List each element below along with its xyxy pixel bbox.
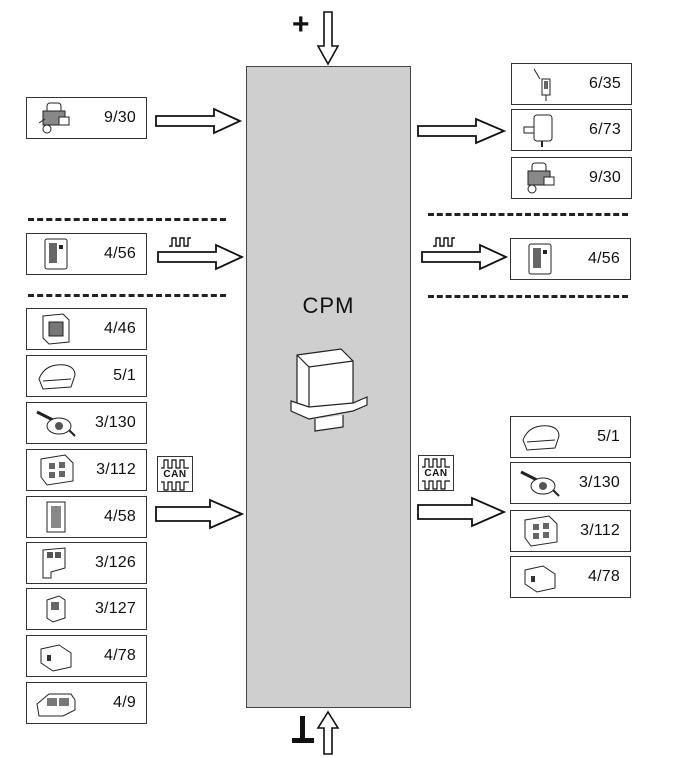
left-input-4-56-box: 4/56 (26, 233, 147, 275)
right-can-3-112-box: 3/112 (510, 510, 631, 552)
input-arrow-signal-icon (157, 243, 245, 271)
left-input-9-30-label: 9/30 (104, 109, 136, 126)
section-divider-left-2 (28, 294, 226, 297)
right-can-5-1-box: 5/1 (510, 416, 631, 458)
left-can-3-130-box: 3/130 (26, 402, 147, 444)
right-output-4-56-box: 4/56 (510, 238, 631, 280)
right-output-6-35-label: 6/35 (589, 75, 621, 92)
lever-switch-icon (46, 595, 66, 623)
control-module-icon (528, 243, 552, 275)
input-arrow-can-icon (155, 498, 245, 530)
left-can-4-46-label: 4/46 (104, 320, 136, 337)
stalk-switch-icon (36, 410, 76, 437)
left-can-5-1-label: 5/1 (113, 367, 136, 384)
right-can-3-130-label: 3/130 (578, 474, 620, 491)
can-label-left: CAN (163, 469, 187, 480)
control-module-icon (44, 238, 68, 270)
output-arrow-signal-icon (421, 243, 509, 271)
can-wave-top-left-icon (161, 459, 189, 469)
cpm-module-icon (290, 348, 368, 432)
left-can-3-127-label: 3/127 (94, 600, 136, 617)
left-can-5-1-box: 5/1 (26, 355, 147, 397)
can-label-right: CAN (424, 468, 448, 479)
instrument-cluster-icon (38, 364, 76, 390)
stalk-switch-icon (520, 470, 560, 497)
cpm-label: CPM (302, 293, 355, 318)
power-in-arrow-icon (316, 11, 340, 66)
left-can-3-112-box: 3/112 (26, 449, 147, 491)
small-module-icon (40, 644, 72, 672)
pulse-signal-right-icon (433, 237, 455, 247)
switch-panel-icon (40, 454, 74, 486)
left-can-4-9-label: 4/9 (113, 694, 136, 711)
left-can-3-126-label: 3/126 (94, 554, 136, 571)
right-output-9-30-box: 9/30 (511, 157, 632, 199)
can-bus-right-badge: CAN (418, 455, 454, 491)
right-can-4-78-label: 4/78 (588, 568, 620, 585)
can-wave-bottom-left-icon (161, 481, 189, 491)
right-can-3-112-label: 3/112 (580, 522, 620, 539)
valve-cylinder-icon (523, 114, 553, 147)
left-can-4-78-label: 4/78 (104, 647, 136, 664)
pump-assembly-icon (38, 102, 70, 134)
can-wave-bottom-right-icon (422, 480, 450, 490)
left-can-3-127-box: 3/127 (26, 588, 147, 630)
switch-block-icon (42, 547, 66, 579)
section-divider-right-1 (428, 213, 628, 216)
can-wave-top-right-icon (422, 458, 450, 468)
right-can-3-130-box: 3/130 (510, 462, 631, 504)
pump-assembly-icon (527, 162, 555, 194)
cpm-unit: CPM (246, 66, 411, 708)
small-module-icon (524, 565, 556, 593)
input-arrow-top-icon (155, 107, 243, 135)
left-input-9-30-box: 9/30 (26, 97, 147, 139)
instrument-cluster-icon (522, 425, 560, 451)
right-output-6-73-box: 6/73 (511, 109, 632, 151)
left-can-3-112-label: 3/112 (96, 461, 136, 478)
right-can-4-78-box: 4/78 (510, 556, 631, 598)
right-output-6-35-box: 6/35 (511, 63, 632, 105)
left-can-4-46-box: 4/46 (26, 308, 147, 350)
ground-arrow-icon (316, 710, 340, 755)
output-arrow-top-icon (417, 117, 507, 145)
left-can-3-126-box: 3/126 (26, 542, 147, 584)
pulse-signal-left-icon (169, 237, 191, 247)
left-can-3-130-label: 3/130 (94, 414, 136, 431)
switch-panel-icon (524, 515, 558, 547)
left-can-4-58-box: 4/58 (26, 496, 147, 538)
ecu-module-icon (42, 313, 70, 345)
left-can-4-78-box: 4/78 (26, 635, 147, 677)
left-input-4-56-label: 4/56 (104, 245, 136, 262)
right-output-4-56-label: 4/56 (588, 250, 620, 267)
ground-symbol-icon (292, 716, 314, 743)
right-can-5-1-label: 5/1 (597, 428, 620, 445)
plus-symbol: + (292, 8, 310, 41)
section-divider-right-2 (428, 295, 628, 298)
left-can-4-58-label: 4/58 (104, 508, 136, 525)
section-divider-left-1 (28, 218, 226, 221)
right-output-9-30-label: 9/30 (589, 169, 621, 186)
can-bus-left-badge: CAN (157, 456, 193, 492)
solenoid-valve-icon (533, 68, 551, 101)
remote-module-icon (46, 501, 66, 533)
large-unit-icon (36, 693, 76, 717)
right-output-6-73-label: 6/73 (589, 121, 621, 138)
output-arrow-can-icon (417, 496, 507, 528)
left-can-4-9-box: 4/9 (26, 682, 147, 724)
